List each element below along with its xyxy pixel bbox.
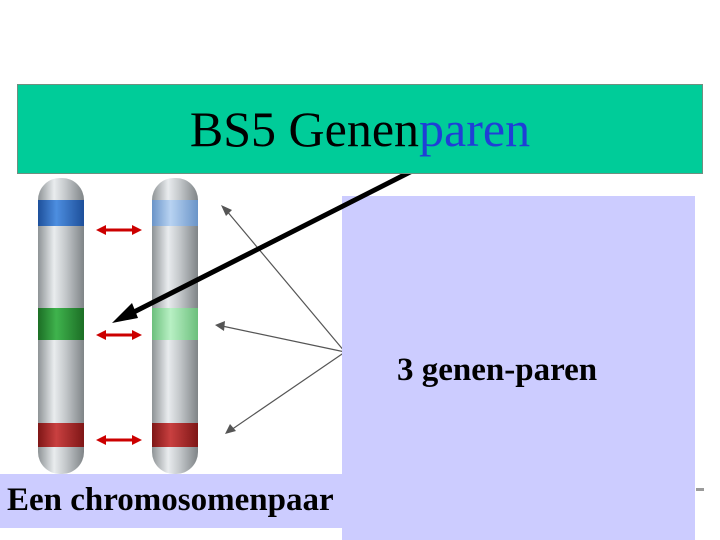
title-accent: paren: [419, 101, 531, 157]
band-green-right: [152, 308, 198, 340]
title-main: BS5 Genen: [189, 101, 420, 157]
pair-arrow-top: [96, 225, 142, 235]
chromosome-left: [38, 178, 84, 474]
band-blue-right: [152, 200, 198, 226]
pair-arrow-bottom: [96, 435, 142, 445]
band-red-right: [152, 423, 198, 447]
caption-label: Een chromosomenpaar: [7, 482, 334, 518]
caption-panel: [0, 474, 410, 528]
title-banner: BS5 Genenparen: [17, 84, 703, 174]
decorative-dot: [696, 488, 704, 491]
band-green-left: [38, 308, 84, 340]
band-red-left: [38, 423, 84, 447]
info-label: 3 genen-paren: [397, 352, 598, 388]
page-title: BS5 Genenparen: [190, 104, 530, 154]
band-blue-left: [38, 200, 84, 226]
chromosome-right: [152, 178, 198, 474]
pair-arrow-middle: [96, 330, 142, 340]
pointer-lines: [215, 205, 346, 434]
